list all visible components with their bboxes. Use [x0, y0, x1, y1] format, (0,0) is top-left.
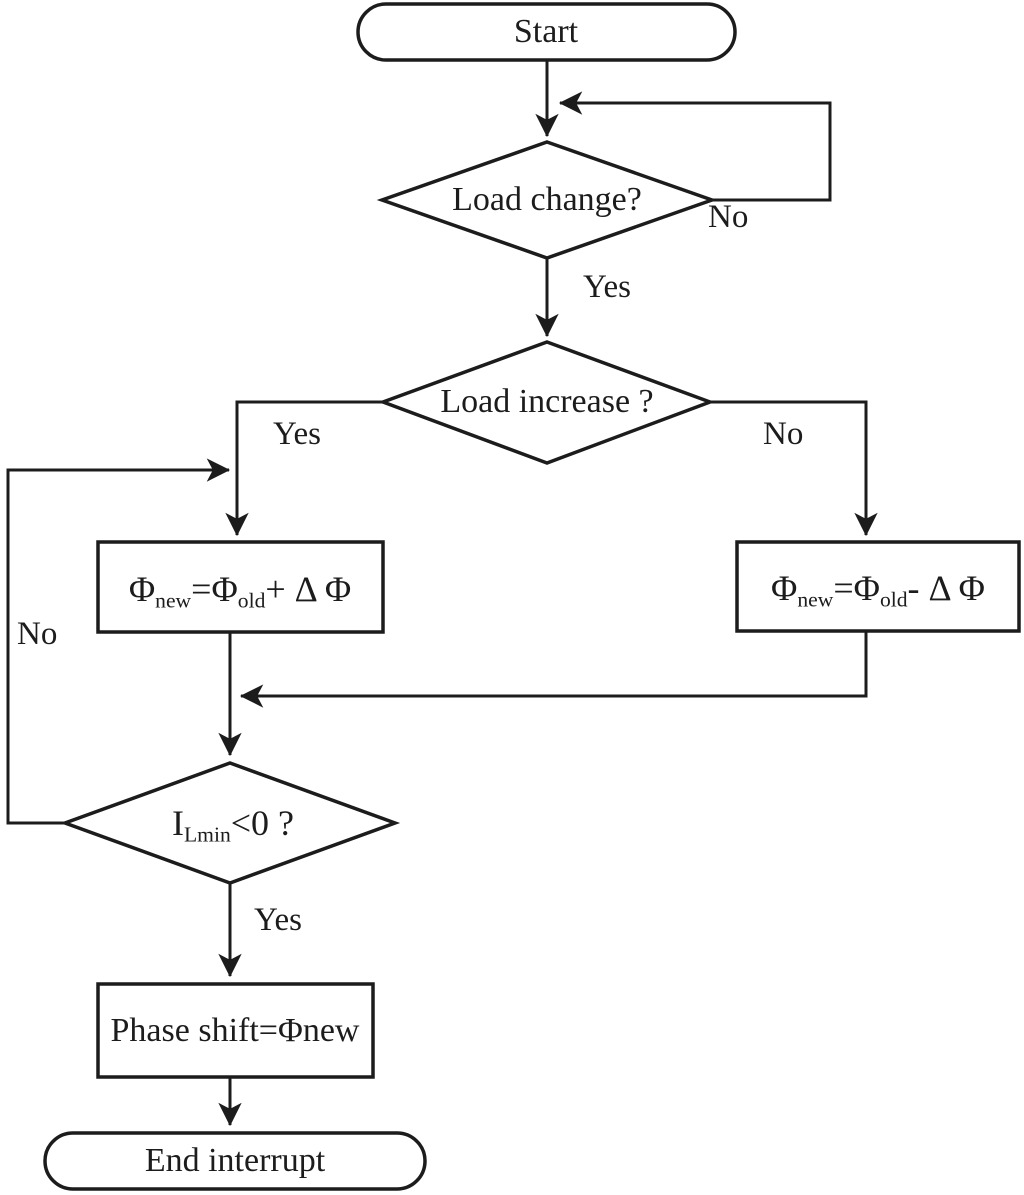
end-terminator-shape [43, 1131, 427, 1191]
phi-decrease-formula: Φnew=Φold- Δ Φ [771, 568, 985, 612]
ilmin-yes-label: Yes [254, 902, 303, 938]
load-change-decision-shape [376, 140, 718, 260]
phi-increase-process-shape [96, 540, 385, 634]
ilmin-formula: ILmin<0 ? [171, 803, 295, 847]
load-increase-decision-shape [377, 340, 716, 465]
load-change-yes-label: Yes [583, 269, 632, 305]
ilmin-no-label: No [17, 616, 58, 652]
edge-load-increase-yes [225, 400, 383, 537]
phi-increase-formula: Φnew=Φold+ Δ Φ [128, 569, 352, 613]
load-increase-label: Load increase ? [440, 383, 654, 420]
edge-phi-decrease-merge [239, 631, 868, 708]
edge-load-increase-no [710, 400, 878, 537]
load-change-no-label: No [708, 199, 749, 235]
phi-decrease-process-shape [735, 540, 1021, 633]
end-label: End interrupt [144, 1142, 326, 1179]
load-increase-no-label: No [763, 416, 804, 452]
edge-ilmin-no-loop [6, 458, 231, 825]
phase-shift-label: Phase shift=Φnew [110, 1012, 360, 1049]
edge-load-change-no-loop [558, 91, 832, 202]
start-terminator-shape [356, 2, 737, 62]
load-change-label: Load change? [452, 181, 642, 218]
load-increase-yes-label: Yes [273, 416, 322, 452]
ilmin-decision-shape [59, 761, 401, 885]
start-label: Start [513, 13, 579, 50]
phase-shift-process-shape [96, 982, 375, 1079]
